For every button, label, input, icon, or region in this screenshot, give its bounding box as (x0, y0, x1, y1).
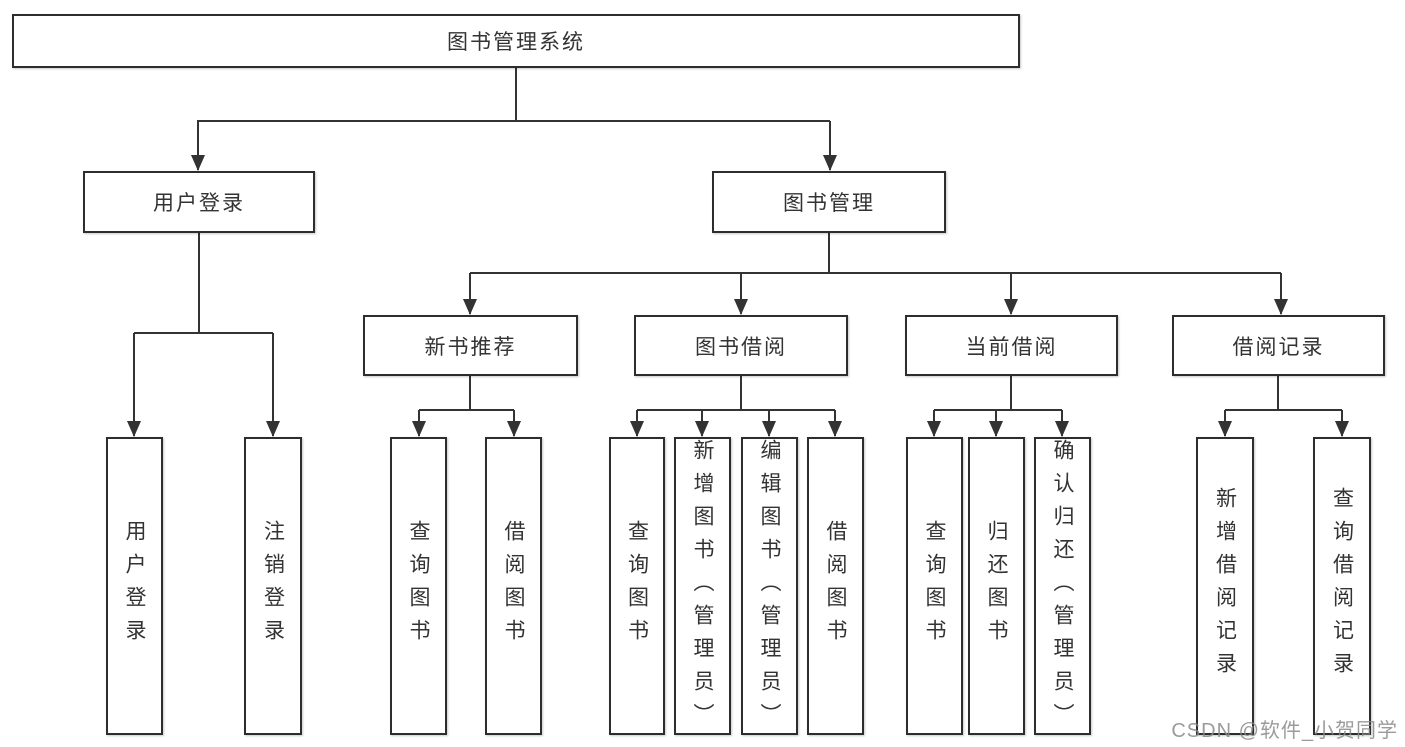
leaf-edit-book-admin: 编辑图书（管理员） (741, 437, 798, 736)
leaf-borrow-books: 借阅图书 (807, 437, 864, 735)
leaf-query-books-recommend: 查询图书 (390, 437, 447, 735)
leaf-confirm-return-admin: 确认归还（管理员） (1034, 437, 1091, 736)
node-user-login: 用户登录 (83, 171, 315, 233)
leaf-add-book-admin: 新增图书（管理员） (674, 437, 731, 736)
leaf-user-login: 用户登录 (106, 437, 163, 735)
leaf-query-borrow-record: 查询借阅记录 (1313, 437, 1371, 735)
node-book-borrow: 图书借阅 (634, 315, 848, 376)
node-root-system: 图书管理系统 (12, 14, 1020, 68)
leaf-borrow-books-recommend: 借阅图书 (485, 437, 542, 735)
node-book-management: 图书管理 (712, 171, 946, 233)
leaf-query-books-borrow: 查询图书 (609, 437, 665, 735)
leaf-logout: 注销登录 (244, 437, 302, 735)
node-borrow-records: 借阅记录 (1172, 315, 1385, 376)
node-new-book-recommend: 新书推荐 (363, 315, 578, 376)
leaf-return-books: 归还图书 (968, 437, 1025, 735)
arrowheads (127, 155, 1349, 437)
watermark: CSDN @软件_小贺同学 (1171, 720, 1398, 742)
node-current-borrow: 当前借阅 (905, 315, 1118, 376)
leaf-query-books-current: 查询图书 (906, 437, 963, 735)
leaf-add-borrow-record: 新增借阅记录 (1196, 437, 1254, 735)
